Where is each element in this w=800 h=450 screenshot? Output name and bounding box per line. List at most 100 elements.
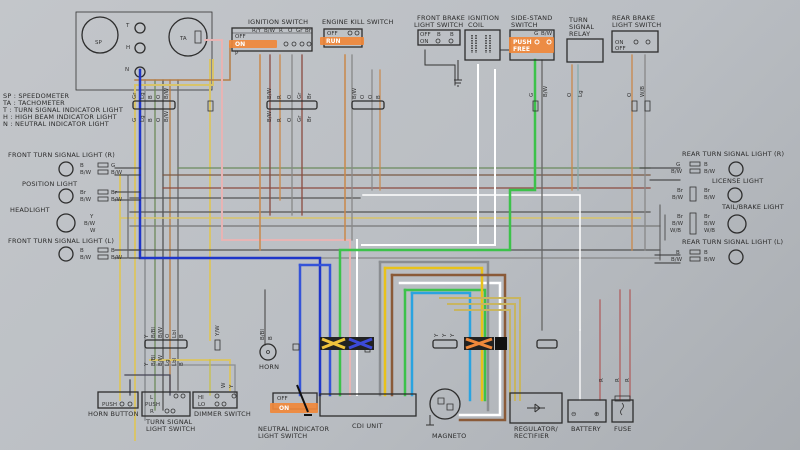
wire-code: O <box>156 117 162 122</box>
wire-code: R <box>599 378 605 382</box>
wire-code: B <box>376 95 382 99</box>
wire-code: Br <box>307 115 313 122</box>
rear-brake-row: ON <box>615 40 623 46</box>
wire-code: B/W <box>158 354 164 366</box>
ignition-row: P <box>235 51 239 57</box>
headlight-bulb-icon <box>56 213 76 233</box>
wire-code: W <box>221 382 227 388</box>
wire-code: B/W <box>111 170 123 176</box>
regulator-label: REGULATOR/ <box>514 425 559 433</box>
battery-positive-icon: ⊕ <box>594 410 600 418</box>
wire-code: B/W <box>267 87 273 99</box>
ignition-col: R/Y <box>252 28 262 34</box>
kill-row: OFF <box>327 31 338 37</box>
wire-code: Y/W <box>215 325 221 337</box>
bulb-icon <box>58 246 74 262</box>
wire-code: Br <box>111 190 118 196</box>
front-brake-row: ON <box>420 39 428 45</box>
wire-code: B/W <box>543 85 549 97</box>
wire-code: Lg <box>165 359 171 366</box>
rear-brake-title: REAR BRAKE <box>612 14 655 22</box>
relay-title: SIGNAL <box>569 23 594 31</box>
front-turn-signal-l: FRONT TURN SIGNAL LIGHT (L) B B/W B B/W <box>8 237 123 262</box>
bulb-icon <box>58 188 74 204</box>
wire-code: B <box>148 118 154 122</box>
wire-code: B/W <box>158 326 164 338</box>
wire-code: O <box>627 92 633 97</box>
wire-code: B <box>676 250 680 256</box>
wire-code: B <box>179 362 185 366</box>
wire-code: B <box>704 162 708 168</box>
front-brake-title: LIGHT SWITCH <box>414 21 463 29</box>
magneto: MAGNETO <box>426 388 466 440</box>
regulator-label: RECTIFIER <box>514 432 549 440</box>
wire-code: Y <box>144 334 150 339</box>
wire-code: B/W <box>164 110 170 122</box>
side-stand-title: SIDE-STAND <box>511 14 552 22</box>
h-label: H <box>126 45 130 51</box>
kill-run-highlight <box>320 37 364 45</box>
wire-code: Y <box>144 362 150 367</box>
wire-code: G <box>676 162 680 168</box>
wire-code: B/W <box>672 195 684 201</box>
wire-code: B/W <box>164 87 170 99</box>
wire-code: Br <box>307 92 313 99</box>
cdi-unit-label: CDI UNIT <box>352 422 383 430</box>
side-stand-row-free: FREE <box>513 46 530 53</box>
wire-code: Br <box>677 188 684 194</box>
kill-row-run: RUN <box>326 38 341 45</box>
side-stand-col: B/W <box>541 31 553 37</box>
ignition-col: B/W <box>264 28 276 34</box>
meter-panel: SP TA T H N <box>75 11 213 91</box>
wire-code: G <box>529 93 535 97</box>
wire-code: B <box>111 248 115 254</box>
turn-indicator-bulb <box>134 22 146 34</box>
wire-code: Br <box>80 190 87 196</box>
wire-code: B/W <box>80 255 92 261</box>
fuse: FUSE <box>611 395 634 433</box>
magneto-icon <box>429 388 461 420</box>
wire-code: G <box>132 118 138 122</box>
light-title: FRONT TURN SIGNAL LIGHT (R) <box>8 151 115 159</box>
light-title: FRONT TURN SIGNAL LIGHT (L) <box>8 237 114 245</box>
magneto-connector-highlight-orange <box>464 337 507 350</box>
speedometer-gauge <box>81 16 119 54</box>
wire-code: Y <box>89 214 94 220</box>
wire-code: O <box>287 117 293 122</box>
horn: HORN <box>259 343 279 371</box>
light-title: POSITION LIGHT <box>22 180 77 188</box>
wire-code: R <box>277 95 283 99</box>
wire-code-labels: Gr Lg B O B/W G Lg B O B/W B/W R O Gr Br… <box>132 85 646 389</box>
wire-code: O <box>368 94 374 99</box>
front-turn-signal-r: FRONT TURN SIGNAL LIGHT (R) B B/W G B/W <box>8 151 123 177</box>
turn-switch-title: TURN SIGNAL <box>145 418 193 426</box>
wire-code: O <box>165 333 171 338</box>
wire-code: B/Bl <box>260 329 266 340</box>
front-brake-col: B <box>437 32 441 38</box>
rear-brake-title: LIGHT SWITCH <box>612 21 661 29</box>
ignition-col: Br <box>305 28 312 34</box>
turn-switch-title: LIGHT SWITCH <box>146 425 195 433</box>
tail-brake-light: TAIL/BRAKE LIGHT Br B/W W/B Br B/W W/B <box>670 203 784 235</box>
legend-item: SP : SPEEDOMETER <box>3 92 70 100</box>
meter-harness-connector <box>132 100 176 110</box>
wire-code: B/W <box>672 221 684 227</box>
front-brake-col: B <box>450 32 454 38</box>
tachometer-gauge <box>168 17 208 57</box>
battery: ⊖ ⊕ BATTERY <box>567 399 607 433</box>
wire-code: R <box>625 378 631 382</box>
turn-switch-row: PUSH <box>145 402 160 408</box>
legend-item: H : HIGH BEAM INDICATOR LIGHT <box>3 113 117 121</box>
ignition-coil: IGNITION COIL <box>454 14 501 87</box>
relay-title: TURN <box>568 16 588 24</box>
wire-code: Lbl <box>172 329 178 338</box>
wire-code: R <box>615 378 621 382</box>
wire-code: B/Bl <box>151 355 157 366</box>
dimmer-row: LO <box>198 402 206 408</box>
wire-code: W <box>90 228 96 234</box>
ignition-switch-title: IGNITION SWITCH <box>248 18 308 26</box>
ignition-coil-title: COIL <box>468 21 484 29</box>
wire-code: Br <box>704 214 711 220</box>
wire-code: R <box>277 118 283 122</box>
